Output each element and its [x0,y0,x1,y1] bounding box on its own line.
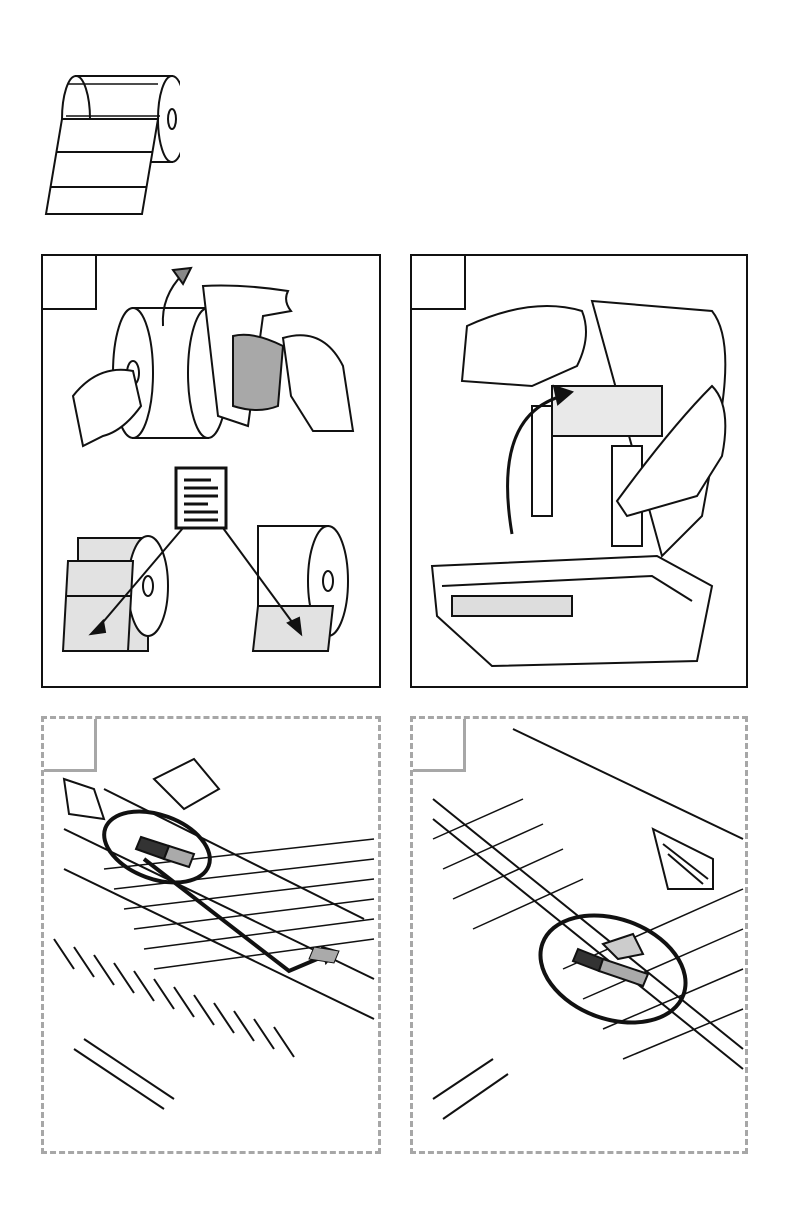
step-3-panel [41,716,381,1154]
step-4-panel [410,716,748,1154]
step-1-panel [41,254,381,688]
label-roll-icon [40,52,180,220]
step-number-box [41,254,97,310]
step-number-box [410,254,466,310]
open-printer-illustration [412,256,746,686]
sensor-aligned-illustration [413,719,745,1151]
step-number-box [410,716,466,772]
step-2-panel [410,254,748,688]
unwrap-roll-illustration [43,256,379,686]
move-sensor-illustration [44,719,378,1151]
step-number-box [41,716,97,772]
